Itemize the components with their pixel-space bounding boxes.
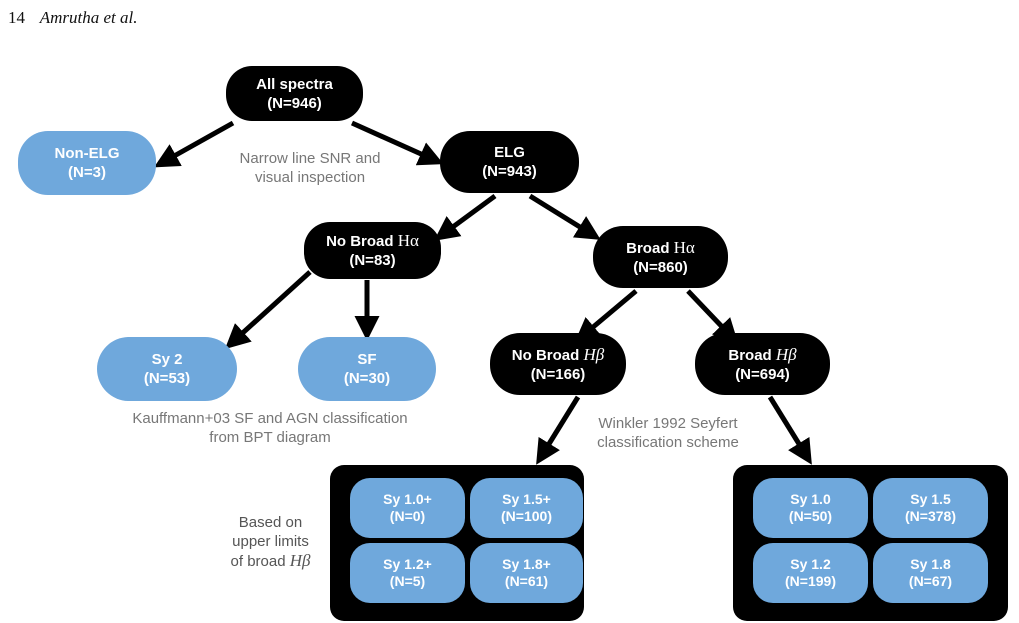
annotation-upper-limits: Based on upper limits of broad Hβ <box>230 514 311 570</box>
node-sy2: Sy 2 (N=53) <box>97 337 237 401</box>
arrow-broadha-to-nobroadhb <box>574 289 638 343</box>
node-broad-halpha: Broad Hα (N=860) <box>593 226 728 288</box>
arrow-broadha-to-broadhb <box>686 289 739 344</box>
node-broad-hbeta: Broad Hβ (N=694) <box>695 333 830 395</box>
node-elg: ELG (N=943) <box>440 131 579 193</box>
node-sy-1-5: Sy 1.5 (N=378) <box>873 478 988 538</box>
arrow-all-to-elg <box>350 120 444 166</box>
node-sy-1-8: Sy 1.8 (N=67) <box>873 543 988 603</box>
arrow-nobroadha-to-sy2 <box>224 270 312 350</box>
arrow-nobroadhb-to-panel <box>536 395 581 465</box>
node-no-broad-hbeta: No Broad Hβ (N=166) <box>490 333 626 395</box>
arrow-all-to-nonelg <box>153 120 235 168</box>
annotation-snr: Narrow line SNR and visual inspection <box>239 150 381 186</box>
node-no-broad-halpha: No Broad Hα (N=83) <box>304 222 441 279</box>
annotation-winkler: Winkler 1992 Seyfert classification sche… <box>597 415 739 451</box>
node-sy-1-8-plus: Sy 1.8+ (N=61) <box>470 543 583 603</box>
arrow-broadhb-to-panel <box>767 395 812 465</box>
node-all-spectra: All spectra (N=946) <box>226 66 363 121</box>
annotation-kauffmann: Kauffmann+03 SF and AGN classification f… <box>132 410 408 446</box>
node-sy-1-0-plus: Sy 1.0+ (N=0) <box>350 478 465 538</box>
arrow-elg-to-nobroadha <box>433 193 497 241</box>
node-sf: SF (N=30) <box>298 337 436 401</box>
page-number: 14 <box>8 8 25 27</box>
author-line: Amrutha et al. <box>39 8 138 27</box>
node-sy-1-5-plus: Sy 1.5+ (N=100) <box>470 478 583 538</box>
arrow-elg-to-broadha <box>528 193 601 240</box>
node-sy-1-0: Sy 1.0 (N=50) <box>753 478 868 538</box>
node-non-elg: Non-ELG (N=3) <box>18 131 156 195</box>
node-sy-1-2-plus: Sy 1.2+ (N=5) <box>350 543 465 603</box>
page-header: 14 Amrutha et al. <box>8 8 137 28</box>
node-sy-1-2: Sy 1.2 (N=199) <box>753 543 868 603</box>
